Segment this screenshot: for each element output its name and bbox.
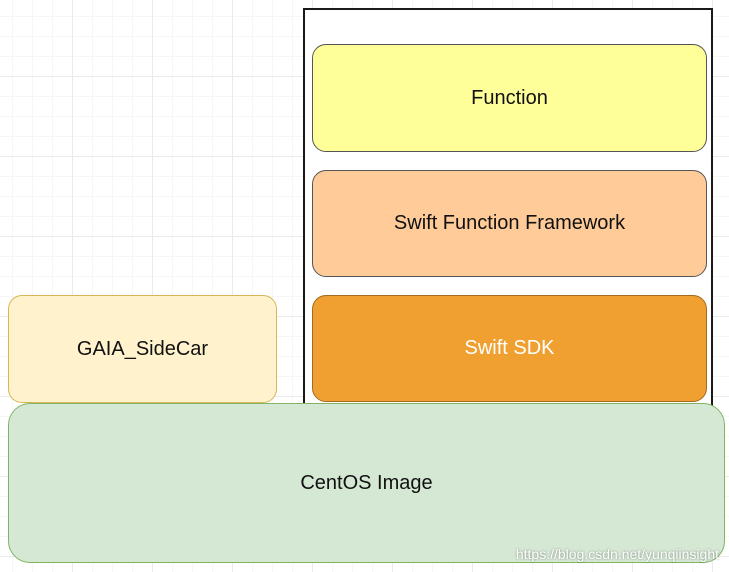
centos-image-box: CentOS Image	[8, 403, 725, 563]
function-box: Function	[312, 44, 707, 152]
gaia-sidecar-label: GAIA_SideCar	[76, 337, 209, 360]
function-label: Function	[471, 86, 548, 109]
swift-function-framework-label: Swift Function Framework	[393, 212, 626, 234]
swift-sdk-label: Swift SDK	[464, 337, 555, 359]
centos-image-label: CentOS Image	[300, 471, 433, 494]
gaia-sidecar-box: GAIA_SideCar	[8, 295, 277, 403]
watermark: https://blog.csdn.net/yunqiinsight	[515, 546, 719, 562]
swift-function-framework-box: Swift Function Framework	[312, 170, 707, 277]
swift-sdk-box: Swift SDK	[312, 295, 707, 402]
